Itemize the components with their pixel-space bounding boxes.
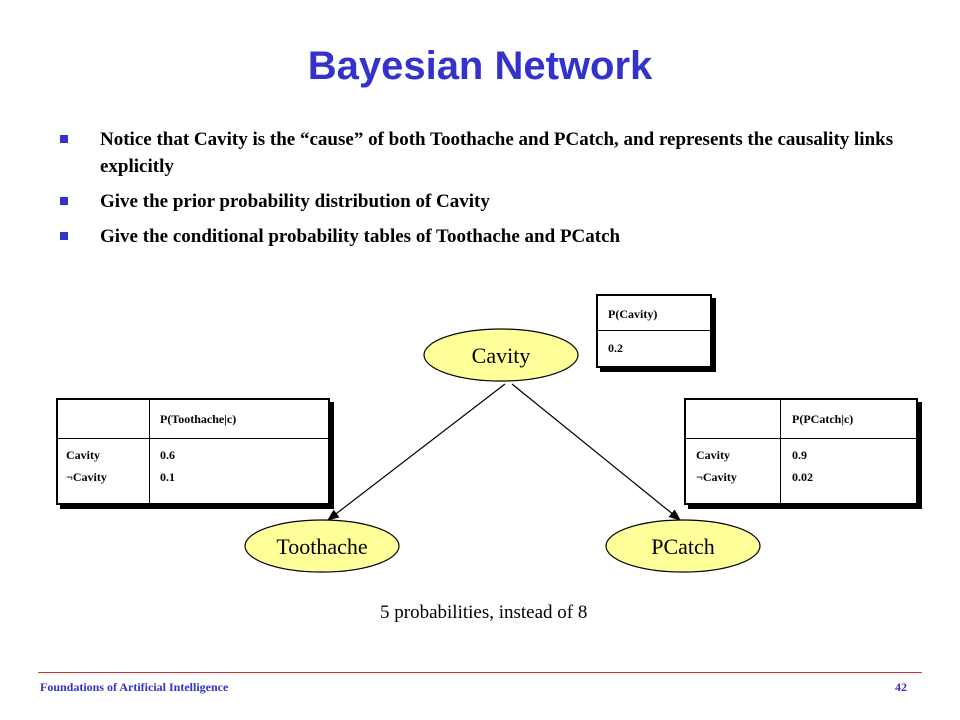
cpt-cavity: P(Cavity) 0.2 [596, 294, 712, 368]
node-cavity-shape [423, 328, 579, 382]
cpt-divider [58, 438, 328, 439]
bullet-text: Give the prior probability distribution … [100, 191, 490, 212]
cpt-toothache-row-label: Cavity [66, 448, 100, 462]
cpt-toothache-row-label: ¬Cavity [66, 470, 107, 484]
slide-title: Bayesian Network [307, 44, 653, 88]
node-pcatch: PCatch [605, 519, 761, 573]
cpt-cavity-value: 0.2 [608, 341, 623, 355]
cpt-pcatch: P(PCatch|c) Cavity ¬Cavity 0.9 0.02 [684, 398, 918, 505]
node-pcatch-shape [605, 519, 761, 573]
cpt-divider [686, 438, 916, 439]
node-toothache: Toothache [244, 519, 400, 573]
probability-count-note: 5 probabilities, instead of 8 [380, 602, 588, 623]
cpt-cavity-header: P(Cavity) [608, 307, 658, 321]
cpt-divider [149, 400, 150, 503]
node-cavity: Cavity [423, 328, 579, 382]
cpt-toothache-header: P(Toothache|c) [160, 412, 237, 426]
page-number: 42 [895, 680, 907, 694]
cpt-pcatch-row-label: ¬Cavity [696, 470, 737, 484]
footer-rule [38, 672, 922, 673]
node-pcatch-label: PCatch [651, 534, 715, 559]
cpt-pcatch-value: 0.9 [792, 448, 807, 462]
cpt-toothache-value: 0.1 [160, 470, 175, 484]
cpt-pcatch-value: 0.02 [792, 470, 813, 484]
bullet-item: Give the prior probability distribution … [60, 188, 930, 215]
bullet-square-icon [60, 135, 68, 143]
bullet-square-icon [60, 232, 68, 240]
bullet-item: Give the conditional probability tables … [60, 223, 930, 250]
bullet-square-icon [60, 197, 68, 205]
node-toothache-shape [244, 519, 400, 573]
footer-course-name: Foundations of Artificial Intelligence [40, 680, 229, 694]
cpt-toothache: P(Toothache|c) Cavity ¬Cavity 0.6 0.1 [56, 398, 330, 505]
bullet-list: Notice that Cavity is the “cause” of bot… [60, 126, 930, 258]
cpt-pcatch-header: P(PCatch|c) [792, 412, 854, 426]
cpt-divider [780, 400, 781, 503]
cpt-toothache-value: 0.6 [160, 448, 175, 462]
bullet-item: Notice that Cavity is the “cause” of bot… [60, 126, 930, 180]
edge-cavity-toothache [327, 383, 506, 521]
node-cavity-label: Cavity [472, 343, 531, 368]
cpt-pcatch-row-label: Cavity [696, 448, 730, 462]
node-toothache-label: Toothache [276, 534, 367, 559]
cpt-divider [598, 330, 710, 331]
edge-cavity-pcatch [511, 383, 681, 521]
bullet-text: Give the conditional probability tables … [100, 226, 621, 247]
bullet-text: Notice that Cavity is the “cause” of bot… [100, 129, 894, 177]
